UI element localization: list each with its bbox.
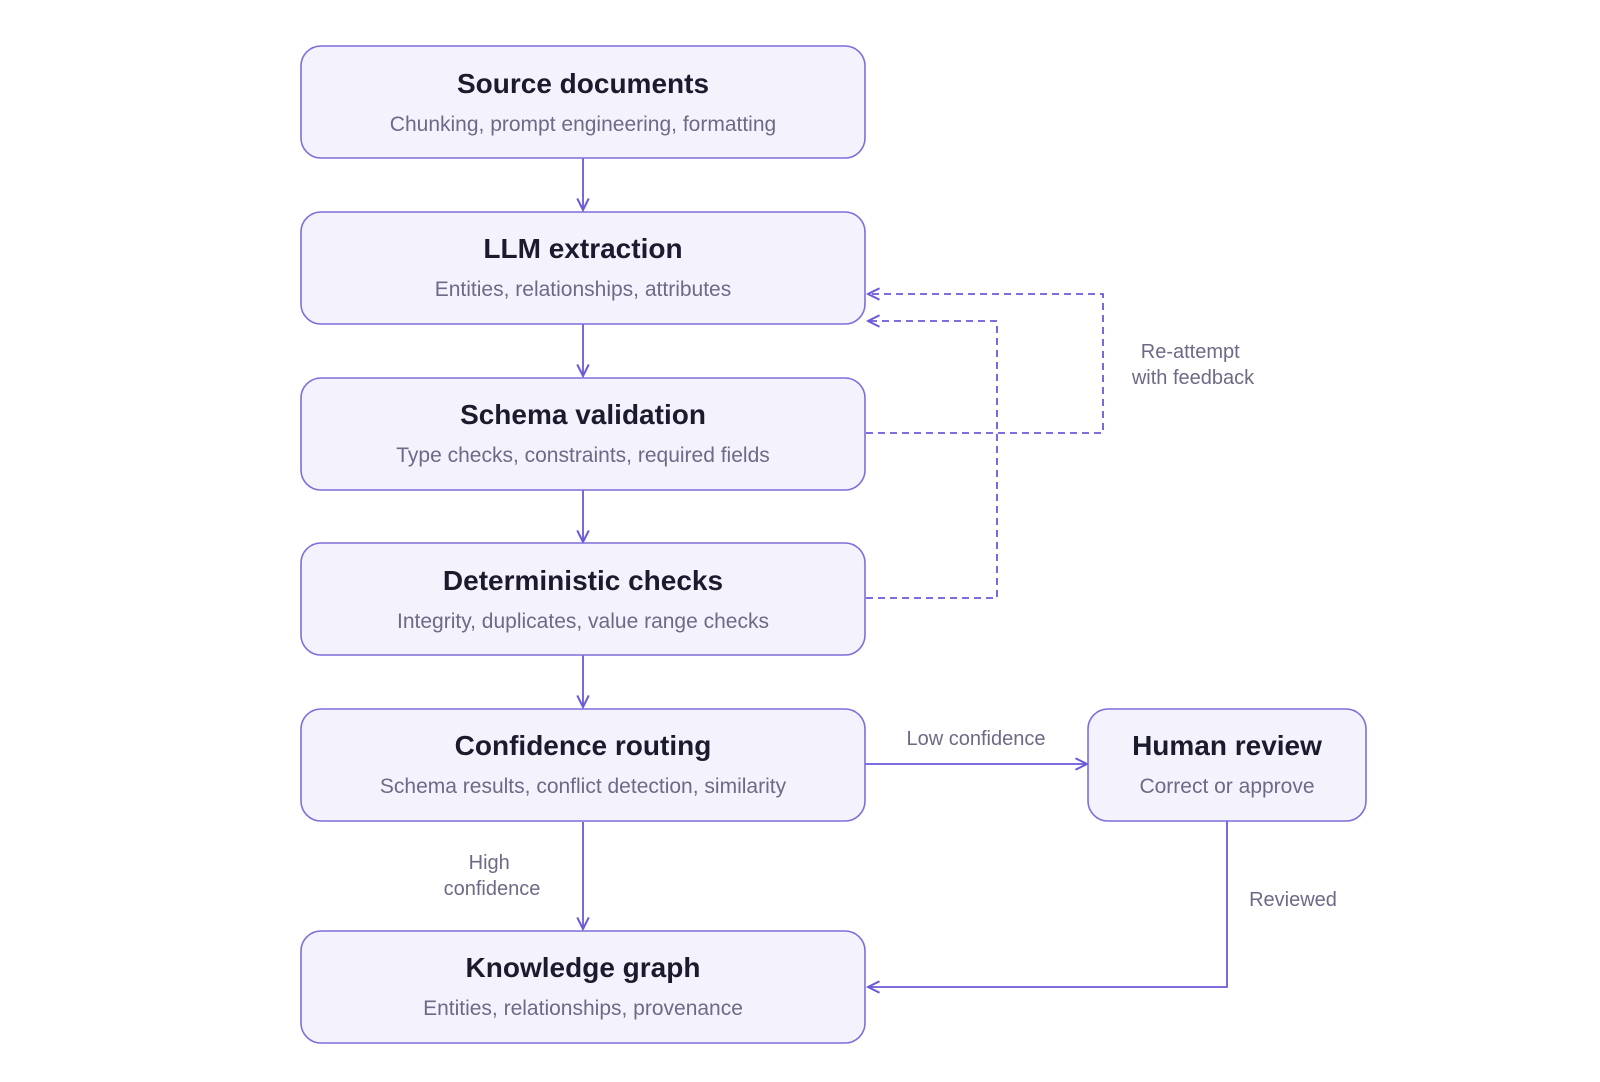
node-confidence-routing-title: Confidence routing (455, 730, 712, 761)
edge-human-review-to-knowledge-graph (868, 821, 1228, 987)
node-deterministic-checks: Deterministic checks Integrity, duplicat… (300, 542, 866, 656)
node-knowledge-graph-box (300, 930, 866, 1044)
node-source-documents-subtitle: Chunking, prompt engineering, formatting (390, 113, 776, 136)
node-deterministic-checks-subtitle: Integrity, duplicates, value range check… (397, 610, 769, 633)
node-knowledge-graph: Knowledge graph Entities, relationships,… (300, 930, 866, 1044)
node-llm-extraction: LLM extraction Entities, relationships, … (300, 211, 866, 325)
reviewed-label: Reviewed (1249, 889, 1337, 911)
edges (583, 158, 1228, 987)
node-knowledge-graph-title: Knowledge graph (466, 952, 701, 983)
node-schema-validation-box (300, 377, 866, 491)
high-confidence-label: High confidence (444, 852, 541, 900)
node-human-review-box (1087, 708, 1367, 822)
node-llm-extraction-box (300, 211, 866, 325)
node-human-review: Human review Correct or approve (1087, 708, 1367, 822)
edge-deterministic-retry-loop (866, 321, 998, 599)
node-source-documents-box (300, 45, 866, 159)
node-source-documents: Source documents Chunking, prompt engine… (300, 45, 866, 159)
node-confidence-routing-subtitle: Schema results, conflict detection, simi… (380, 775, 787, 798)
node-confidence-routing: Confidence routing Schema results, confl… (300, 708, 866, 822)
node-deterministic-checks-title: Deterministic checks (443, 565, 723, 596)
node-human-review-subtitle: Correct or approve (1139, 775, 1314, 798)
edge-schema-retry-loop (866, 294, 1104, 434)
node-source-documents-title: Source documents (457, 68, 709, 99)
node-knowledge-graph-subtitle: Entities, relationships, provenance (423, 997, 743, 1020)
node-human-review-title: Human review (1132, 730, 1322, 761)
edge-labels: Re-attempt with feedback Low confidence … (444, 341, 1337, 911)
node-deterministic-checks-box (300, 542, 866, 656)
reattempt-label: Re-attempt with feedback (1131, 341, 1255, 389)
high-confidence-label-line-1: High (469, 852, 510, 874)
node-schema-validation: Schema validation Type checks, constrain… (300, 377, 866, 491)
reattempt-label-line-2: with feedback (1131, 367, 1255, 389)
high-confidence-label-line-2: confidence (444, 878, 541, 900)
reattempt-label-line-1: Re-attempt (1141, 341, 1240, 363)
low-confidence-label: Low confidence (907, 728, 1046, 750)
node-llm-extraction-subtitle: Entities, relationships, attributes (435, 278, 731, 301)
node-schema-validation-subtitle: Type checks, constraints, required field… (396, 444, 770, 467)
node-confidence-routing-box (300, 708, 866, 822)
node-schema-validation-title: Schema validation (460, 399, 706, 430)
node-llm-extraction-title: LLM extraction (483, 233, 682, 264)
